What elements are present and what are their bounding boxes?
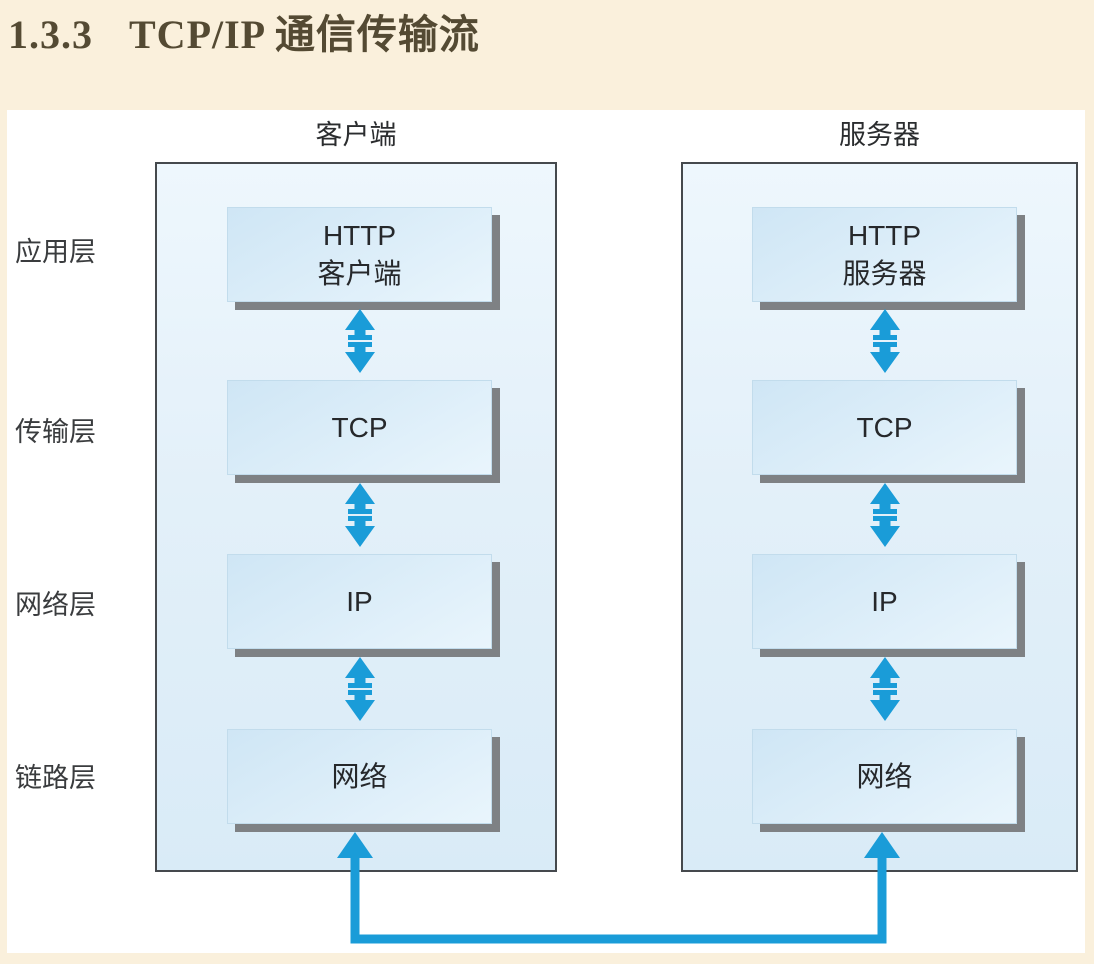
section-heading: 1.3.3 TCP/IP 通信传输流 (8, 2, 480, 60)
client-http-tcp-updown-arrow-icon (345, 309, 375, 373)
box-label: 网络 (331, 760, 388, 792)
client-tcp-ip-updown-arrow-icon (345, 483, 375, 547)
server-tcp-ip-updown-arrow-icon (870, 483, 900, 547)
server-protocol-stack: HTTP 服务器 TCP IP 网络 (681, 162, 1078, 872)
box-label: IP (871, 585, 898, 617)
server-column-header: 服务器 (839, 120, 920, 150)
section-number: 1.3.3 (8, 12, 93, 57)
server-ip-box: IP (752, 554, 1017, 649)
layer-label-application: 应用层 (15, 237, 96, 267)
box-label: 服务器 (842, 257, 927, 289)
client-network-box: 网络 (227, 729, 492, 824)
right-up-arrowhead-icon (864, 832, 900, 858)
box-label: TCP (331, 411, 388, 443)
client-ip-network-updown-arrow-icon (345, 657, 375, 721)
server-http-tcp-updown-arrow-icon (870, 309, 900, 373)
box-label: TCP (856, 411, 913, 443)
client-http-box: HTTP 客户端 (227, 207, 492, 302)
left-up-arrowhead-icon (337, 832, 373, 858)
server-network-box: 网络 (752, 729, 1017, 824)
box-label: 网络 (856, 760, 913, 792)
box-label: HTTP (322, 219, 397, 251)
layer-label-transport: 传输层 (15, 417, 96, 447)
box-label: HTTP (847, 219, 922, 251)
client-ip-box: IP (227, 554, 492, 649)
server-tcp-box: TCP (752, 380, 1017, 475)
figure-panel: 客户端 服务器 应用层 传输层 网络层 链路层 HTTP 客户端 TCP IP … (7, 110, 1085, 953)
section-title: TCP/IP 通信传输流 (129, 12, 480, 57)
network-link-connector (337, 832, 900, 944)
box-label: IP (346, 585, 373, 617)
client-column-header: 客户端 (315, 120, 397, 150)
client-tcp-box: TCP (227, 380, 492, 475)
layer-label-link: 链路层 (15, 763, 96, 793)
server-ip-network-updown-arrow-icon (870, 657, 900, 721)
server-http-box: HTTP 服务器 (752, 207, 1017, 302)
box-label: 客户端 (317, 257, 402, 289)
client-protocol-stack: HTTP 客户端 TCP IP 网络 (155, 162, 557, 872)
layer-label-network: 网络层 (15, 590, 96, 620)
